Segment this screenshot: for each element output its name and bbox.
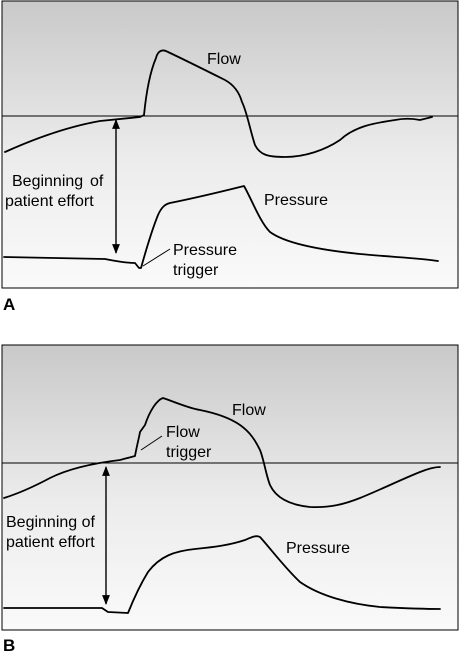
panel-a-letter: A <box>3 295 16 314</box>
panel-a-pressure-curve <box>3 185 439 269</box>
panel-a: Flow Pressure Beginning of patient effor… <box>1 0 459 289</box>
panel-b-trigger-leader <box>140 435 163 451</box>
panel-b-trigger-label-line2: trigger <box>166 444 212 461</box>
panel-a-effort-label-line1: Beginning <box>12 173 83 190</box>
panel-a-frame <box>1 0 459 289</box>
panel-b-pressure-label: Pressure <box>286 540 350 557</box>
panel-a-trigger-leader <box>142 248 171 267</box>
panel-b-flow-curve <box>3 397 441 509</box>
panel-b-trigger-label-line1: Flow <box>166 424 200 441</box>
panel-b-letter: B <box>3 636 16 655</box>
panel-a-effort-label-line3: patient effort <box>5 193 94 210</box>
panel-b-effort-label-line2: patient effort <box>6 534 95 551</box>
panel-a-trigger-label-line1: Pressure <box>173 242 237 259</box>
panel-b-effort-label-line1: Beginning of <box>6 514 96 531</box>
panel-b-frame <box>1 344 459 631</box>
panel-a-pressure-label: Pressure <box>264 192 328 209</box>
panel-a-flow-label: Flow <box>207 51 241 68</box>
panel-b-flow-label: Flow <box>232 402 266 419</box>
panel-a-effort-label-line2: of <box>90 173 104 190</box>
panel-a-trigger-label-line2: trigger <box>173 262 219 279</box>
panel-a-flow-curve <box>4 49 433 158</box>
panel-b-pressure-curve <box>3 535 441 614</box>
panel-b: Flow Pressure Beginning of patient effor… <box>1 344 459 631</box>
